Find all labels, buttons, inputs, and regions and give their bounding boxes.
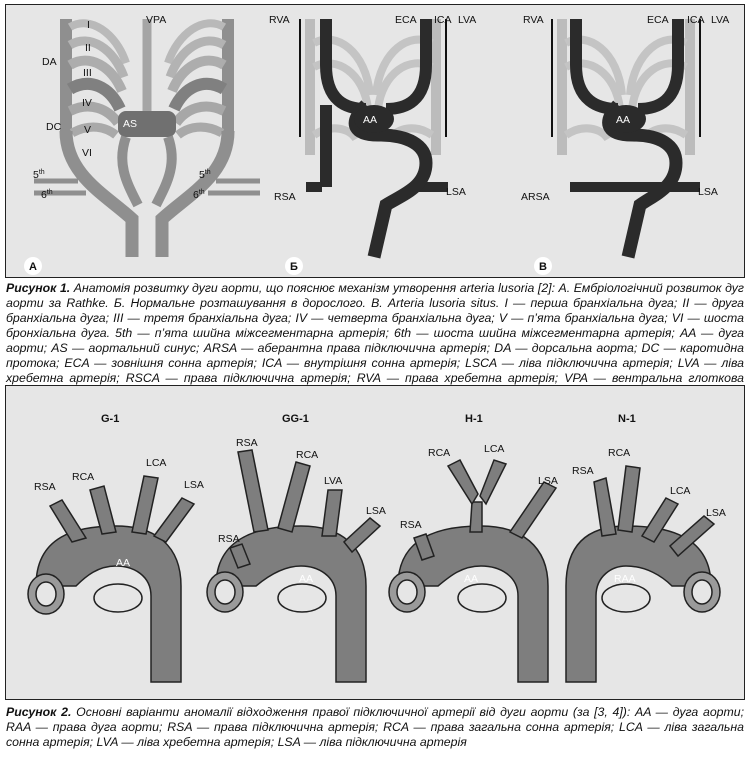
variant-g1-label-lsa: LSA — [184, 479, 204, 491]
label-c-eca: ECA — [647, 14, 669, 26]
figure1-caption-text: Анатомія розвитку дуги аорти, що пояснює… — [6, 281, 744, 400]
variant-n1-arch-label: RAA — [614, 573, 636, 585]
variant-gg1-label-rsa-top: RSA — [236, 437, 258, 449]
variant-h1-label-lsa: LSA — [538, 475, 558, 487]
variant-n1-title: N-1 — [618, 413, 636, 425]
label-c-aa: AA — [616, 114, 630, 126]
variant-g1-label-rsa: RSA — [34, 481, 56, 493]
label-b-lva: LVA — [458, 14, 476, 26]
label-6th-right: 6th — [193, 189, 205, 201]
arch-label-VI: VI — [82, 147, 92, 159]
label-c-lsa: LSA — [698, 186, 718, 198]
variant-gg1-illustration — [206, 449, 382, 683]
variant-n1-label-rsa: RSA — [572, 465, 594, 477]
panelA-embryonic-arches — [34, 19, 260, 257]
figure2-caption-title: Рисунок 2. — [6, 705, 72, 719]
label-5th-right: 5th — [199, 169, 211, 181]
label-c-rva: RVA — [523, 14, 544, 26]
label-c-ica: ICA — [687, 14, 705, 26]
variant-n1-label-rca: RCA — [608, 447, 630, 459]
variant-g1-arch-label: AA — [116, 557, 130, 569]
arch-label-I: I — [87, 19, 90, 31]
figure1-panel: I II III IV V VI VPA DA DC AS 5th 6th 5t… — [5, 4, 745, 278]
variant-n1-label-lsa: LSA — [706, 507, 726, 519]
variant-h1-illustration — [388, 459, 558, 683]
variant-g1-title: G-1 — [101, 413, 119, 425]
variant-h1-arch-label: AA — [464, 573, 478, 585]
figure2-diagram: G-1 AA RSA RCA LCA LSA GG-1 AA RSA RCA L… — [27, 413, 726, 683]
label-c-lva: LVA — [711, 14, 729, 26]
variant-g1-label-rca: RCA — [72, 471, 94, 483]
variant-gg1-label-rca: RCA — [296, 449, 318, 461]
panel-letter-b: Б — [290, 261, 298, 273]
panelB-normal-adult — [299, 19, 448, 259]
variant-gg1-label-lva: LVA — [324, 475, 342, 487]
variant-h1-label-rca: RCA — [428, 447, 450, 459]
figure1-caption: Рисунок 1. Анатомія розвитку дуги аорти,… — [6, 281, 744, 401]
variant-g1-illustration — [27, 475, 196, 683]
variant-gg1-label-lsa: LSA — [366, 505, 386, 517]
panel-letter-a-badge — [24, 257, 42, 275]
arch-label-III: III — [83, 67, 92, 79]
label-b-ica: ICA — [434, 14, 452, 26]
figure2-caption-text: Основні варіанти аномалії відходження пр… — [6, 705, 745, 749]
label-dc: DC — [46, 121, 62, 133]
variant-gg1-label-rsa-low: RSA — [218, 533, 240, 545]
panel-letter-a: А — [29, 261, 37, 273]
label-da: DA — [42, 56, 57, 68]
variant-n1-label-lca: LCA — [670, 485, 690, 497]
variant-gg1-title: GG-1 — [282, 413, 309, 425]
label-b-lsa: LSA — [446, 186, 466, 198]
label-b-aa: AA — [363, 114, 377, 126]
label-vpa: VPA — [146, 14, 166, 26]
label-5th-left: 5th — [33, 169, 45, 181]
variant-gg1-arch-label: AA — [299, 573, 313, 585]
arch-label-V: V — [84, 124, 91, 136]
label-6th-left: 6th — [41, 189, 53, 201]
figure2-caption: Рисунок 2. Основні варіанти аномалії від… — [6, 705, 744, 750]
label-c-arsa: ARSA — [521, 191, 550, 203]
variant-n1-illustration — [565, 465, 721, 683]
panel-letter-c: В — [539, 261, 547, 273]
arch-label-IV: IV — [82, 97, 92, 109]
variant-h1-label-lca: LCA — [484, 443, 504, 455]
arch-label-II: II — [85, 42, 91, 54]
label-as: AS — [123, 118, 137, 130]
panelC-arteria-lusoria — [551, 19, 701, 259]
figure1-diagram: I II III IV V VI VPA DA DC AS 5th 6th 5t… — [24, 14, 729, 275]
label-b-eca: ECA — [395, 14, 417, 26]
label-b-rva: RVA — [269, 14, 290, 26]
variant-h1-title: H-1 — [465, 413, 483, 425]
panel-letter-b-badge — [285, 257, 303, 275]
figure1-caption-title: Рисунок 1. — [6, 281, 71, 295]
variant-g1-label-lca: LCA — [146, 457, 166, 469]
variant-h1-label-rsa: RSA — [400, 519, 422, 531]
panel-letter-c-badge — [534, 257, 552, 275]
label-b-rsa: RSA — [274, 191, 296, 203]
figure2-panel: G-1 AA RSA RCA LCA LSA GG-1 AA RSA RCA L… — [5, 385, 745, 700]
